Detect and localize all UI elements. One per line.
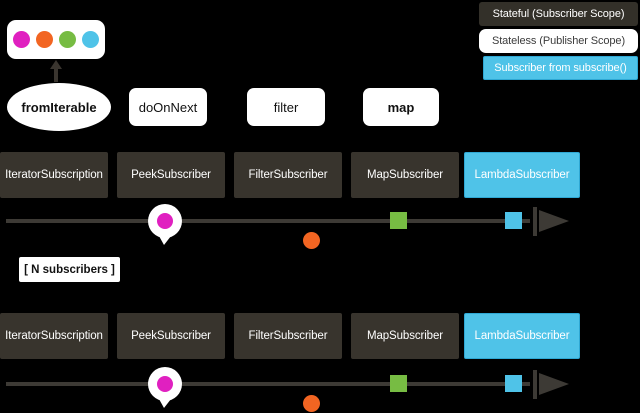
chain-box-peek-subscriber: PeekSubscriber — [117, 152, 225, 198]
chain-box-peek-subscriber: PeekSubscriber — [117, 313, 225, 359]
source-marble-blue — [82, 31, 99, 48]
chain-box-label: IteratorSubscription — [5, 169, 103, 181]
marble-timeline-top — [0, 199, 640, 249]
source-items-box — [7, 20, 105, 59]
chain-box-lambda-subscriber: LambdaSubscriber — [464, 313, 580, 359]
source-marble-magenta — [13, 31, 30, 48]
timeline-line — [6, 382, 530, 386]
source-marble-green — [59, 31, 76, 48]
timeline-delivered-marble — [505, 375, 522, 392]
timeline-complete-marker — [533, 370, 537, 399]
timeline-peeked-marble — [157, 213, 173, 229]
legend-item-stateful: Stateful (Subscriber Scope) — [479, 2, 638, 26]
legend-item-subscriber: Subscriber from subscribe() — [483, 56, 638, 80]
legend-label-stateful: Stateful (Subscriber Scope) — [492, 8, 625, 20]
subscriber-chain-bottom: IteratorSubscription PeekSubscriber Filt… — [0, 313, 640, 359]
chain-box-label: FilterSubscriber — [248, 330, 328, 342]
timeline-complete-marker — [533, 207, 537, 236]
chain-box-filter-subscriber: FilterSubscriber — [234, 152, 342, 198]
operator-label: filter — [273, 99, 299, 115]
chain-box-label: LambdaSubscriber — [474, 169, 570, 181]
marble-timeline-bottom — [0, 362, 640, 412]
operator-doOnNext: doOnNext — [129, 88, 207, 126]
n-subscribers-note: [ N subscribers ] — [19, 257, 120, 282]
chain-box-label: MapSubscriber — [366, 330, 444, 342]
timeline-mapped-marble — [390, 375, 407, 392]
chain-box-label: PeekSubscriber — [131, 330, 211, 342]
timeline-delivered-marble — [505, 212, 522, 229]
subscriber-chain-top: IteratorSubscription PeekSubscriber Filt… — [0, 152, 640, 198]
timeline-arrow-icon — [539, 373, 569, 395]
n-subscribers-label: [ N subscribers ] — [24, 263, 115, 276]
source-marble-orange — [36, 31, 53, 48]
timeline-peeked-marble-bubble — [148, 204, 182, 245]
chain-box-label: LambdaSubscriber — [474, 330, 570, 342]
operator-fromIterable: fromIterable — [7, 83, 111, 131]
operator-label: doOnNext — [138, 99, 198, 115]
chain-box-iterator-subscription: IteratorSubscription — [0, 152, 108, 198]
timeline-peeked-marble-bubble — [148, 367, 182, 408]
operator-label: fromIterable — [21, 99, 97, 115]
chain-box-map-subscriber: MapSubscriber — [351, 313, 459, 359]
timeline-filtered-out-marble — [303, 395, 320, 412]
timeline-line — [6, 219, 530, 223]
chain-box-filter-subscriber: FilterSubscriber — [234, 313, 342, 359]
chain-box-iterator-subscription: IteratorSubscription — [0, 313, 108, 359]
chain-box-label: IteratorSubscription — [5, 330, 103, 342]
timeline-arrow-icon — [539, 210, 569, 232]
chain-box-map-subscriber: MapSubscriber — [351, 152, 459, 198]
operator-filter: filter — [247, 88, 325, 126]
chain-box-label: PeekSubscriber — [131, 169, 211, 181]
timeline-filtered-out-marble — [303, 232, 320, 249]
operator-map: map — [363, 88, 439, 126]
timeline-peeked-marble — [157, 376, 173, 392]
chain-box-lambda-subscriber: LambdaSubscriber — [464, 152, 580, 198]
legend-item-stateless: Stateless (Publisher Scope) — [479, 29, 638, 53]
chain-box-label: MapSubscriber — [366, 169, 444, 181]
up-arrow-icon — [50, 60, 62, 82]
legend-label-subscriber: Subscriber from subscribe() — [494, 62, 627, 74]
legend-label-stateless: Stateless (Publisher Scope) — [491, 35, 626, 47]
operator-label: map — [387, 99, 415, 115]
timeline-mapped-marble — [390, 212, 407, 229]
chain-box-label: FilterSubscriber — [248, 169, 328, 181]
